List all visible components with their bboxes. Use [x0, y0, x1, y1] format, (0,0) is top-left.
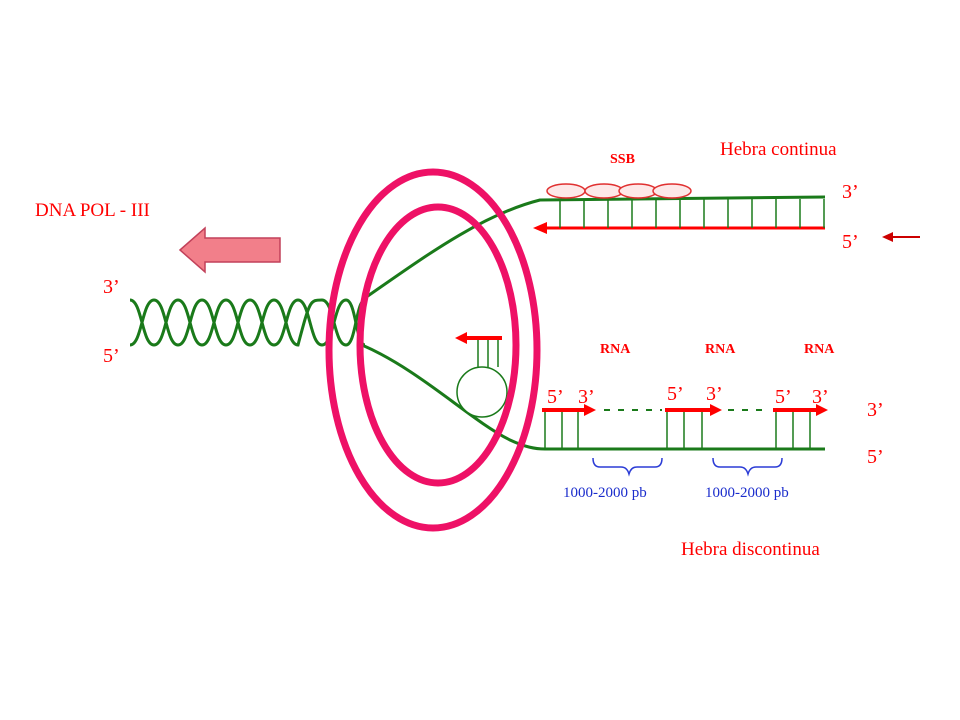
fragment-size-label-1: 1000-2000 pb: [563, 485, 647, 501]
rna-primer-3: [773, 404, 828, 416]
replisome-inner-ring: [356, 203, 520, 487]
primer-2-5prime: 5’: [667, 383, 684, 405]
rna-label-3: RNA: [804, 342, 835, 357]
fork-upper-strand: [361, 195, 826, 302]
parental-3prime-label: 3’: [103, 276, 120, 298]
fragment-size-label-2: 1000-2000 pb: [705, 485, 789, 501]
primer-3-3prime: 3’: [812, 386, 829, 408]
replisome-outer-ring: [325, 168, 541, 532]
lagging-5prime-label: 5’: [867, 446, 884, 468]
rna-label-2: RNA: [705, 342, 736, 357]
lagging-strand-label: Hebra discontinua: [681, 539, 820, 560]
primer-3-5prime: 5’: [775, 386, 792, 408]
leading-arrowhead: [533, 222, 547, 234]
ssb-label: SSB: [610, 152, 635, 167]
leading-3prime-label: 3’: [842, 181, 859, 203]
dna-pol-direction-arrow: [178, 226, 281, 274]
fragment-bracket-1: [592, 457, 663, 477]
lagging-base-pairs: [544, 412, 811, 449]
primer-1-3prime: 3’: [578, 386, 595, 408]
primer-2-3prime: 3’: [706, 383, 723, 405]
rna-primer-1: [542, 404, 596, 416]
leading-strand-label: Hebra continua: [720, 139, 837, 160]
rna-primer-2: [665, 404, 722, 416]
ssb-proteins: [546, 183, 692, 199]
primer-1-5prime: 5’: [547, 386, 564, 408]
lagging-3prime-label: 3’: [867, 399, 884, 421]
primase-complex: [456, 340, 508, 418]
rna-label-1: RNA: [600, 342, 631, 357]
primase-arrow: [455, 332, 502, 344]
fragment-bracket-2: [712, 457, 783, 477]
parental-5prime-label: 5’: [103, 345, 120, 367]
leading-base-pairs: [559, 199, 825, 228]
leading-5prime-label: 5’: [842, 231, 859, 253]
dna-pol-iii-label: DNA POL - III: [35, 200, 150, 221]
fork-direction-arrow: [882, 232, 920, 242]
